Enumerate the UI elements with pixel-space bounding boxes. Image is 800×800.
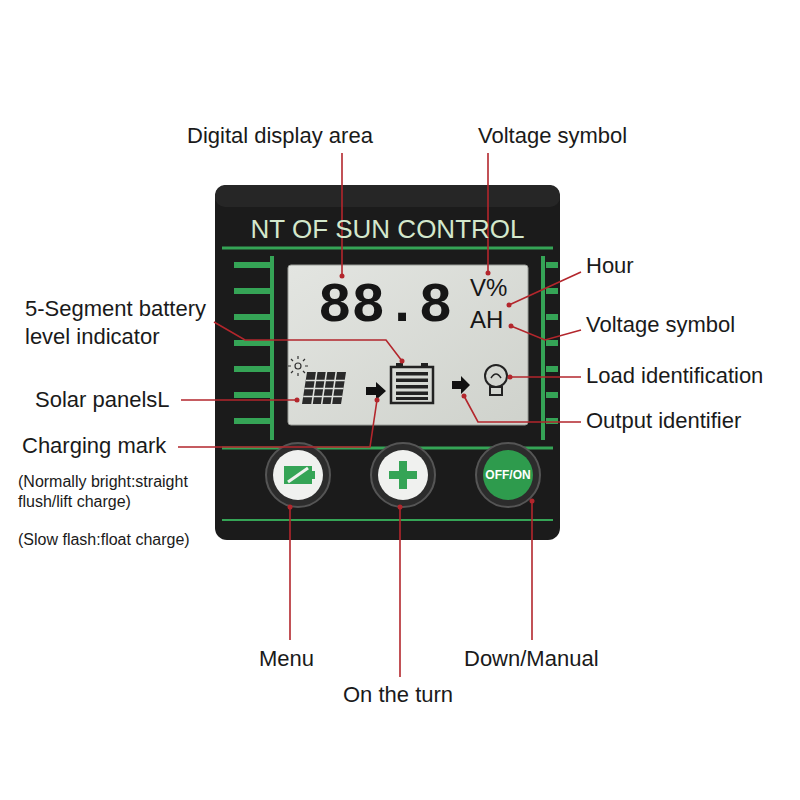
onoff-button-face: OFF/ON <box>478 445 538 505</box>
unit-symbol: V% <box>470 276 507 300</box>
callout-label: Digital display area <box>187 122 373 150</box>
digit-readout: 88.8 <box>318 278 452 334</box>
callout-label: Voltage symbol <box>478 122 627 150</box>
solar-panel-icon <box>288 356 346 404</box>
lcd-display: 88.8 V% AH <box>288 265 528 425</box>
battery-icon <box>391 363 433 403</box>
controller-housing: 88.8 V% AH OFF/ON NT OF SUN CONTROL <box>215 185 560 540</box>
green-comb <box>234 262 270 434</box>
callout-label: 5-Segment battery level indicator <box>25 295 230 350</box>
callout-label: Load identification <box>586 362 763 390</box>
unit-symbol: AH <box>470 308 503 332</box>
green-trim <box>222 247 553 250</box>
housing-top <box>215 185 560 207</box>
brand-banner: NT OF SUN CONTROL <box>215 216 560 242</box>
green-trim <box>222 519 553 521</box>
green-comb <box>541 256 545 440</box>
load-bulb-icon <box>485 365 507 395</box>
callout-label: Output identifier <box>586 407 741 435</box>
callout-label: Hour <box>586 252 634 280</box>
callout-label: (Slow flash:float charge) <box>18 530 190 550</box>
callout-label: Voltage symbol <box>586 311 735 339</box>
callout-label: Down/Manual <box>464 645 599 673</box>
leader-lines <box>178 153 581 677</box>
lcd-screen <box>288 265 528 425</box>
button-text: OFF/ON <box>478 445 538 505</box>
callout-label: (Normally bright:straight flush/lift cha… <box>18 472 233 512</box>
menu-button <box>266 443 330 507</box>
onoff-button <box>476 443 540 507</box>
callout-label: Solar panelsL <box>35 386 170 414</box>
output-arrow <box>452 376 470 394</box>
plus-button <box>371 443 435 507</box>
charging-arrow <box>366 382 386 400</box>
housing <box>215 185 560 540</box>
callout-label: On the turn <box>343 681 453 709</box>
callout-label: Charging mark <box>22 432 166 460</box>
green-comb <box>270 256 274 440</box>
callout-label: Menu <box>259 645 314 673</box>
